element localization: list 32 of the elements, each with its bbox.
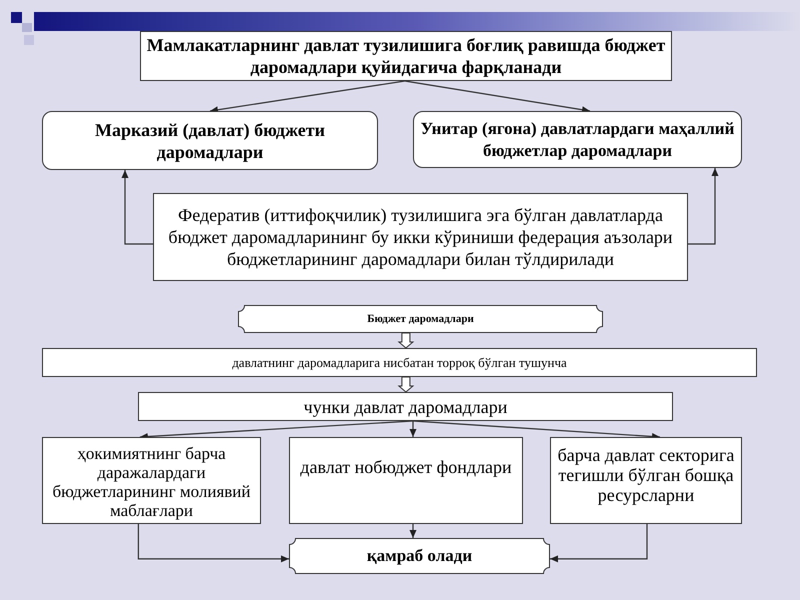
box-label: давлатнинг даромадларига нисбатан торроқ бўлган тушунча (232, 354, 567, 370)
text-box (42, 348, 757, 377)
arrow (550, 524, 648, 562)
arrow (122, 170, 153, 245)
box-label: Марказий (давлат) бюджети даромадлари (94, 118, 326, 162)
rounded-box (42, 111, 378, 170)
text-box (289, 437, 523, 524)
box-label: барча давлат секторига тегишли бўлган бошқа ресурсларни (556, 445, 736, 505)
text-box (550, 437, 742, 524)
text-box (42, 437, 261, 524)
box-label: Унитар (ягона) давлатлардаги маҳаллий бюджетлар даромадлари (420, 118, 736, 162)
box-label: Мамлакатларнинг давлат тузилишига боғлиқ равишда бюджет даромадлари қуйидагича фарқланади (146, 34, 666, 78)
arrow (410, 524, 416, 538)
box-label: қамраб олади (366, 546, 472, 566)
arrow (410, 421, 416, 437)
box-label: давлат нобюджет фондлари (300, 457, 512, 477)
text-box (153, 193, 688, 281)
box-label: Федератив (иттифоқчилик) тузилишига эга бўлган давлатларда бюджет даромадларининг бу икки кўриниши федерация аъзолари бюджетларининг даромадлари билан тўлдирилади (168, 204, 673, 270)
arrow (412, 420, 660, 440)
box-label: ҳокимиятнинг барча даражалардаги бюджетларининг молиявий маблағлари (51, 444, 252, 520)
plaque-box (238, 305, 603, 333)
box-label: чунки давлат даромадлари (304, 396, 508, 418)
plaque-box (289, 538, 550, 574)
block-arrow (398, 376, 414, 393)
text-box (138, 392, 673, 421)
arrow (210, 80, 405, 114)
box-label: Бюджет даромадлари (367, 312, 474, 326)
arrow (404, 80, 590, 114)
arrow (688, 168, 718, 245)
arrow (138, 524, 289, 562)
rounded-box (413, 111, 742, 168)
block-arrow (398, 332, 414, 349)
